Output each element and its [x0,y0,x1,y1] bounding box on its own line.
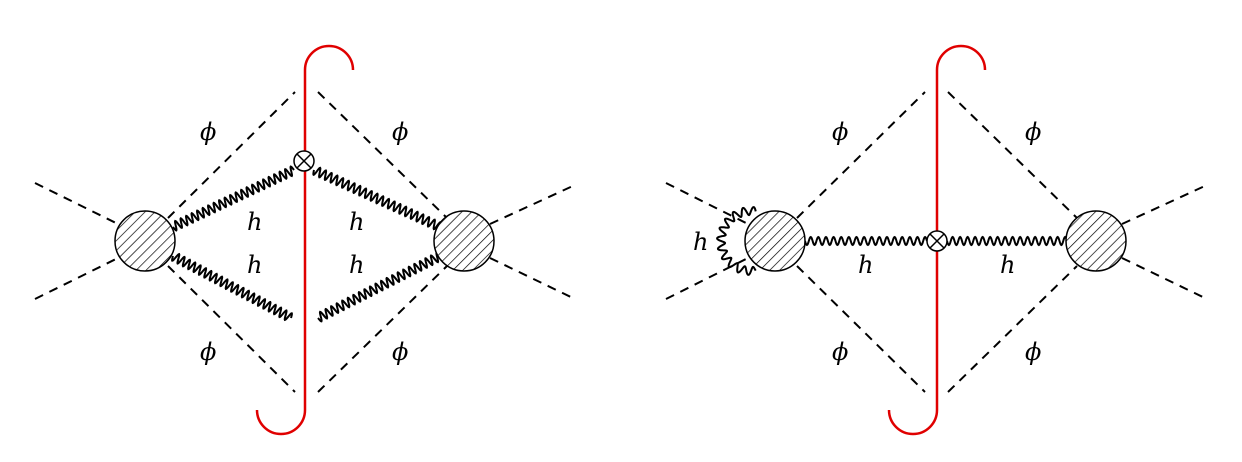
left-label-phi-top-right: ϕ [392,118,408,146]
left-h-wave-lower-left [171,252,293,322]
left-ext-leg-ul [34,182,119,225]
left-label-h-upper-left: h [247,208,262,236]
left-h-wave-upper-left [172,165,295,232]
left-otimes-vertex [293,150,315,172]
right-label-phi-bottom-left: ϕ [832,338,848,366]
left-label-phi-bottom-right: ϕ [392,338,408,366]
left-label-phi-bottom-left: ϕ [200,338,216,366]
right-phi-line-ur [947,91,1078,219]
left-blob-left [114,210,176,272]
right-label-phi-bottom-right: ϕ [1025,338,1041,366]
right-diagram: ϕ ϕ ϕ ϕ h h h [665,44,1208,436]
right-phi-line-ul [796,91,926,219]
right-ext-leg-ur [1121,184,1208,225]
left-cut-line [255,44,355,436]
right-h-loop [716,206,757,276]
left-phi-line-ll [167,265,296,393]
left-ext-leg-ur [489,184,576,225]
right-phi-line-ll [796,265,926,393]
right-label-h-loop: h [693,228,708,256]
left-label-h-lower-left: h [247,251,262,279]
left-ext-leg-lr [489,257,576,300]
right-ext-leg-lr [1121,257,1208,300]
right-label-phi-top-left: ϕ [832,118,848,146]
left-phi-line-ur [317,91,448,219]
right-phi-line-lr [947,265,1078,393]
right-label-h-prop-left: h [858,251,873,279]
left-diagram: ϕ ϕ ϕ ϕ h h h h [34,44,576,436]
right-blob-right [1065,210,1127,272]
left-label-phi-top-left: ϕ [200,118,216,146]
left-phi-line-lr [317,265,448,393]
left-label-h-upper-right: h [349,208,364,236]
right-otimes-vertex [926,230,948,252]
left-h-wave-lower-right [317,251,441,323]
right-label-h-prop-right: h [1000,251,1015,279]
right-label-phi-top-right: ϕ [1025,118,1041,146]
right-h-wave-right [946,235,1068,247]
left-label-h-lower-right: h [349,251,364,279]
right-cut-line [887,44,987,436]
right-ext-leg-ul [665,182,749,225]
left-blob-right [433,210,495,272]
left-h-wave-upper-right [312,166,442,231]
right-h-wave-left [804,235,928,247]
right-blob-left [744,210,806,272]
left-phi-line-ul [167,91,296,219]
left-ext-leg-ll [34,257,119,300]
